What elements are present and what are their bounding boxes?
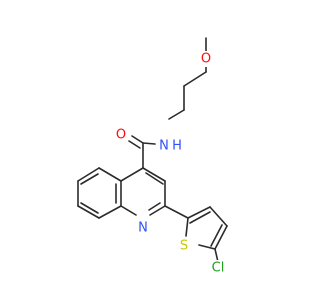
bond-c4-c3-double [145,172,164,185]
nitrogen-quinoline-label: N [138,221,148,236]
chlorine-label: Cl [212,261,225,276]
bond-th-c3-c4 [209,206,228,227]
molecule-structure: O O N H N S Cl [77,37,230,276]
bond-c2-n [149,205,166,216]
atom-label-layer: O O N H N S Cl [114,51,230,276]
bond-c2-thiophene [164,205,189,219]
bond-nh-carbonyl [142,142,156,145]
bond-c8-c8a [98,205,122,219]
bond-th-c2-c3 [187,206,211,219]
bond-n-c8a [120,205,137,216]
bond-c4a-c4 [120,167,144,182]
molecule-diagram: O O N H N S Cl [77,37,230,276]
sulfur-label: S [180,239,188,254]
bond-carbonyl-c-o-double [128,140,141,149]
bond-c5-cl [214,248,219,263]
bond-layer [77,37,228,263]
bond-carbonyl-c-o [131,135,144,144]
bond-th-c4-c5 [214,225,228,250]
bond-ch2-ch2-a [183,71,207,87]
bond-th-c2-c3-double [189,211,211,224]
bond-th-c5-s [198,244,216,250]
bond-th-c4-c5-double [210,224,223,247]
bond-c2-n-double [148,202,161,211]
nitrogen-amide-label: N [159,139,169,154]
bond-th-s-c2 [185,217,189,237]
bond-ch2-nh [168,109,185,120]
hydrogen-amide-label: H [172,139,182,154]
oxygen-ether-label: O [201,52,211,67]
bond-c7-c8 [77,205,100,219]
bond-c7-c8-double [80,202,99,214]
bond-c4a-c5 [98,167,122,182]
bond-c4-c3 [142,167,166,182]
bond-c5-c6-double [80,173,99,185]
bond-c5-c6 [77,167,100,182]
oxygen-carbonyl-label: O [116,128,126,143]
